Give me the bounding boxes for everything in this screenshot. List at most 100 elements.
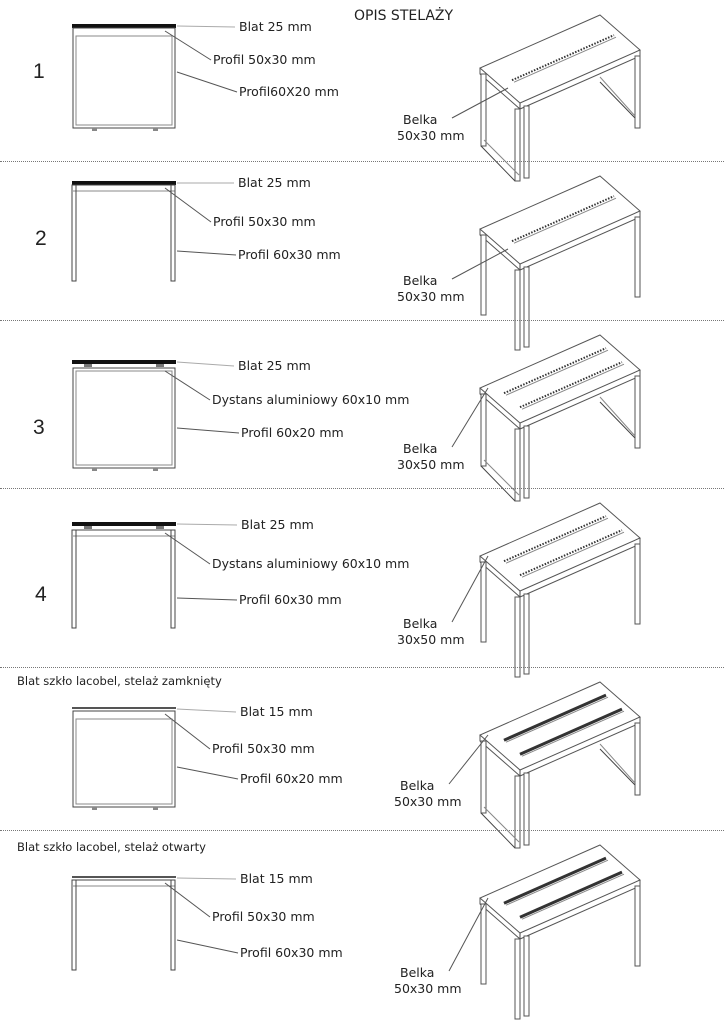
iso-leg (634, 722, 641, 796)
section-divider (0, 161, 724, 162)
iso-leg (523, 935, 530, 1017)
iso-beam-edge (513, 36, 617, 83)
closed-frame (72, 710, 176, 808)
belka-leader (448, 734, 489, 785)
label-profile: Dystans aluminiowy 60x10 mm (212, 392, 410, 407)
iso-leg (634, 55, 641, 129)
tabletop (72, 24, 176, 28)
belka-size: 50x30 mm (397, 289, 465, 304)
iso-leg (634, 543, 641, 625)
label-leg-profile: Profil 60x20 mm (240, 771, 343, 786)
belka-label: Belka (403, 112, 438, 127)
belka-label: Belka (400, 965, 435, 980)
belka-leader (448, 897, 489, 972)
leader-line (176, 250, 237, 256)
label-top: Blat 15 mm (240, 704, 313, 719)
iso-beam-edge (505, 349, 609, 396)
iso-beam-edge (521, 531, 625, 578)
label-profile: Dystans aluminiowy 60x10 mm (212, 556, 410, 571)
label-top: Blat 25 mm (238, 358, 311, 373)
section-number: 3 (33, 416, 45, 439)
label-leg-profile: Profil60X20 mm (239, 84, 339, 99)
closed-frame (72, 27, 176, 129)
iso-leg (514, 269, 521, 351)
leader-line (164, 30, 212, 61)
leader-line (164, 882, 211, 918)
section-divider (0, 488, 724, 489)
iso-frame-back (599, 76, 636, 117)
iso-leg (480, 561, 487, 643)
iso-leg (634, 375, 641, 449)
iso-frame-bottom (480, 465, 516, 502)
leader-line (176, 597, 238, 601)
foot (92, 807, 97, 810)
iso-frame-bottom (483, 806, 520, 843)
leader-line (176, 71, 238, 93)
leg (71, 184, 77, 282)
label-top: Blat 15 mm (240, 871, 313, 886)
tabletop (72, 181, 176, 185)
section-divider (0, 667, 724, 668)
belka-size: 50x30 mm (394, 794, 462, 809)
label-profile: Profil 50x30 mm (213, 52, 316, 67)
leader-line (164, 713, 211, 750)
tabletop (72, 876, 176, 878)
iso-frame-bottom (483, 139, 520, 176)
iso-leg (514, 108, 521, 182)
iso-frame-bottom (483, 459, 520, 496)
iso-beam-edge (521, 710, 625, 757)
iso-beam (511, 195, 615, 243)
belka-size: 30x50 mm (397, 457, 465, 472)
iso-leg (523, 266, 530, 348)
belka-leader (451, 248, 509, 280)
frame-inner (75, 35, 173, 126)
iso-beam (519, 707, 623, 756)
leader-line (176, 939, 239, 954)
foot (92, 468, 97, 471)
iso-beam (503, 347, 607, 395)
iso-frame-back (599, 396, 636, 437)
iso-leg (523, 772, 530, 846)
iso-beam-edge (521, 873, 625, 920)
section-heading: Blat szkło lacobel, stelaż zamknięty (17, 674, 222, 688)
belka-label: Belka (400, 778, 435, 793)
iso-beam (519, 529, 623, 577)
leader-line (176, 766, 239, 780)
iso-leg (480, 740, 487, 814)
tabletop (72, 360, 176, 364)
iso-leg (523, 593, 530, 675)
belka-leader (451, 387, 489, 448)
leader-line (176, 427, 240, 434)
section-number: 1 (33, 60, 45, 83)
iso-beam (511, 34, 615, 82)
iso-beam (503, 515, 607, 563)
iso-leg (514, 775, 521, 849)
belka-size: 50x30 mm (397, 128, 465, 143)
spacer (84, 526, 92, 529)
leader-line (164, 532, 211, 565)
label-top: Blat 25 mm (238, 175, 311, 190)
foot (92, 128, 97, 131)
belka-label: Belka (403, 273, 438, 288)
iso-leg (514, 428, 521, 502)
foot (153, 468, 158, 471)
leg (71, 529, 77, 629)
spacer (156, 526, 164, 529)
iso-frame-back (599, 401, 636, 439)
label-leg-profile: Profil 60x20 mm (241, 425, 344, 440)
leader-line (176, 361, 235, 367)
iso-leg (523, 425, 530, 499)
leader-line (176, 523, 238, 526)
section-divider (0, 830, 724, 831)
leader-line (176, 708, 237, 713)
iso-leg (514, 938, 521, 1020)
iso-frame-back (599, 743, 636, 784)
iso-beam-edge (513, 197, 617, 244)
iso-leg (480, 234, 487, 316)
belka-size: 50x30 mm (394, 981, 462, 996)
foot (153, 128, 158, 131)
iso-leg (480, 73, 487, 147)
belka-label: Belka (403, 441, 438, 456)
section-number: 2 (35, 227, 47, 250)
